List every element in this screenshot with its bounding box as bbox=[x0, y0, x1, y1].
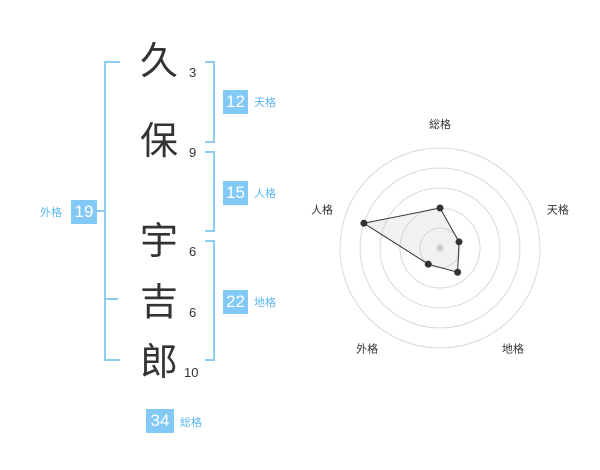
radar-point-4 bbox=[424, 260, 432, 268]
tenkaku-value: 12 bbox=[223, 90, 248, 114]
jinkaku-bracket bbox=[205, 151, 215, 232]
name-char-3: 宇 bbox=[140, 219, 179, 263]
jinkaku-label: 人格 bbox=[254, 187, 276, 200]
chikaku-label: 地格 bbox=[254, 296, 276, 309]
soukaku-bracket-mid bbox=[104, 298, 118, 300]
radar-axis-label-3: 地格 bbox=[502, 341, 524, 355]
radar-center bbox=[436, 244, 444, 252]
radar-point-2 bbox=[455, 238, 463, 246]
soukaku-value: 34 bbox=[146, 409, 174, 433]
radar-ring-4 bbox=[359, 167, 521, 329]
chikaku-value: 22 bbox=[223, 290, 248, 314]
gaikaku-bracket bbox=[104, 61, 120, 361]
name-char-4: 吉 bbox=[140, 280, 179, 324]
name-char-5: 郎 bbox=[140, 340, 179, 384]
tenkaku-bracket bbox=[205, 61, 215, 143]
stroke-count-4: 6 bbox=[189, 305, 197, 320]
radar-ring-1 bbox=[419, 227, 461, 269]
tenkaku-label: 天格 bbox=[254, 96, 276, 109]
radar-polygon bbox=[362, 207, 460, 273]
name-char-2: 保 bbox=[140, 119, 179, 163]
radar-point-3 bbox=[454, 268, 462, 276]
stroke-count-5: 10 bbox=[184, 365, 199, 380]
radar-ring-3 bbox=[379, 187, 501, 309]
gaikaku-label: 外格 bbox=[40, 206, 62, 219]
stroke-count-3: 6 bbox=[189, 244, 197, 259]
radar-axis-label-1: 総格 bbox=[429, 117, 451, 131]
radar-axis-label-4: 外格 bbox=[356, 341, 378, 355]
radar-axis-label-2: 天格 bbox=[547, 203, 569, 217]
jinkaku-value: 15 bbox=[223, 181, 248, 205]
radar-ring-5 bbox=[339, 147, 541, 349]
radar-point-1 bbox=[436, 204, 444, 212]
gaikaku-value: 19 bbox=[71, 200, 97, 224]
soukaku-label: 総格 bbox=[180, 416, 202, 429]
chikaku-bracket bbox=[205, 240, 215, 361]
name-char-1: 久 bbox=[140, 39, 179, 83]
gaikaku-bracket-tick bbox=[94, 210, 104, 212]
radar-axis-label-5: 人格 bbox=[311, 203, 333, 217]
stroke-count-2: 9 bbox=[189, 145, 197, 160]
radar-point-5 bbox=[360, 219, 368, 227]
stroke-count-1: 3 bbox=[189, 65, 197, 80]
